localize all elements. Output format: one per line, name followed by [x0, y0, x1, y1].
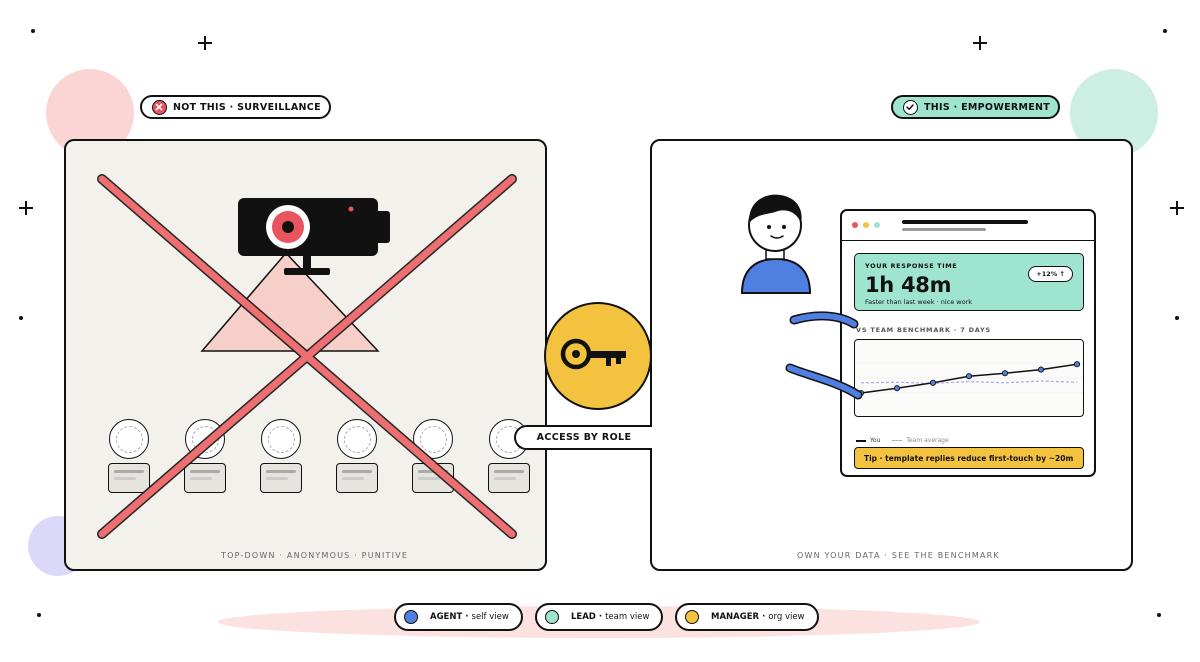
response-time-delta: +12% ↑	[1028, 266, 1073, 282]
you-data-point	[893, 385, 901, 392]
decor-plus	[198, 36, 212, 50]
empowerment-caption: OWN YOUR DATA · SEE THE BENCHMARK	[797, 551, 1000, 560]
decor-dot	[37, 613, 41, 617]
decor-dot	[1175, 316, 1179, 320]
decor-plus	[19, 201, 33, 215]
maximize-dot-icon	[874, 222, 880, 228]
you-data-point	[1001, 370, 1009, 377]
cross-out-icon	[97, 174, 517, 539]
access-by-role-label: ACCESS BY ROLE	[514, 425, 652, 450]
you-data-point	[929, 379, 937, 386]
manager-dot-icon	[685, 610, 699, 624]
benchmark-chart-svg	[855, 361, 1083, 397]
response-time-label: YOUR RESPONSE TIME	[865, 262, 958, 270]
decor-plus	[973, 36, 987, 50]
surveillance-badge-text: NOT THIS · SURVEILLANCE	[173, 101, 321, 113]
minimize-dot-icon	[863, 222, 869, 228]
empowerment-badge: THIS · EMPOWERMENT	[891, 95, 1061, 119]
surveillance-caption: TOP-DOWN · ANONYMOUS · PUNITIVE	[221, 551, 409, 560]
dashboard-window: YOUR RESPONSE TIME 1h 48m Faster than la…	[840, 209, 1096, 477]
role-manager-name: MANAGER	[711, 612, 760, 622]
window-title-placeholder	[902, 220, 1028, 224]
role-agent-view: self view	[471, 612, 509, 622]
legend-team: Team average	[906, 437, 949, 444]
pointer-marks	[785, 311, 863, 400]
benchmark-label: VS TEAM BENCHMARK · 7 DAYS	[856, 326, 991, 334]
empowerment-badge-text: THIS · EMPOWERMENT	[924, 101, 1051, 113]
agent-avatar-icon	[740, 194, 812, 294]
response-time-subtext: Faster than last week · nice work	[865, 298, 972, 306]
surveillance-camera-icon	[200, 198, 390, 352]
role-lead-view: team view	[605, 612, 650, 622]
response-time-card: YOUR RESPONSE TIME 1h 48m Faster than la…	[854, 253, 1084, 311]
key-icon	[544, 302, 652, 410]
surveillance-panel: TOP-DOWN · ANONYMOUS · PUNITIVE	[64, 139, 547, 571]
check-circle-icon	[903, 99, 918, 115]
x-circle-icon	[152, 99, 167, 115]
team-average-line	[860, 380, 1078, 385]
response-time-value: 1h 48m	[865, 273, 952, 297]
chart-legend: You Team average	[856, 437, 949, 444]
role-lead-name: LEAD	[571, 612, 596, 622]
role-manager-view: org view	[768, 612, 805, 622]
decor-dot	[1157, 613, 1161, 617]
decor-dot	[19, 316, 23, 320]
benchmark-chart	[854, 339, 1084, 417]
legend-team-swatch	[892, 440, 903, 441]
window-subtitle-placeholder	[902, 228, 986, 231]
role-manager: MANAGER·org view	[675, 603, 819, 631]
legend-you-swatch	[856, 439, 866, 442]
tip-banner: Tip · template replies reduce first-touc…	[854, 447, 1084, 469]
agent-dot-icon	[404, 610, 418, 624]
decor-dot	[31, 29, 35, 33]
close-dot-icon	[852, 222, 858, 228]
you-data-point	[1073, 361, 1081, 368]
you-data-point	[965, 373, 973, 380]
decor-plus	[1170, 201, 1184, 215]
role-agent-name: AGENT	[430, 612, 463, 622]
decor-dot	[1163, 29, 1167, 33]
role-lead: LEAD·team view	[535, 603, 664, 631]
lead-dot-icon	[545, 610, 559, 624]
legend-you: You	[870, 437, 881, 444]
you-data-point	[1037, 366, 1045, 373]
window-titlebar	[842, 211, 1094, 241]
surveillance-badge: NOT THIS · SURVEILLANCE	[140, 95, 331, 119]
role-agent: AGENT·self view	[394, 603, 523, 631]
